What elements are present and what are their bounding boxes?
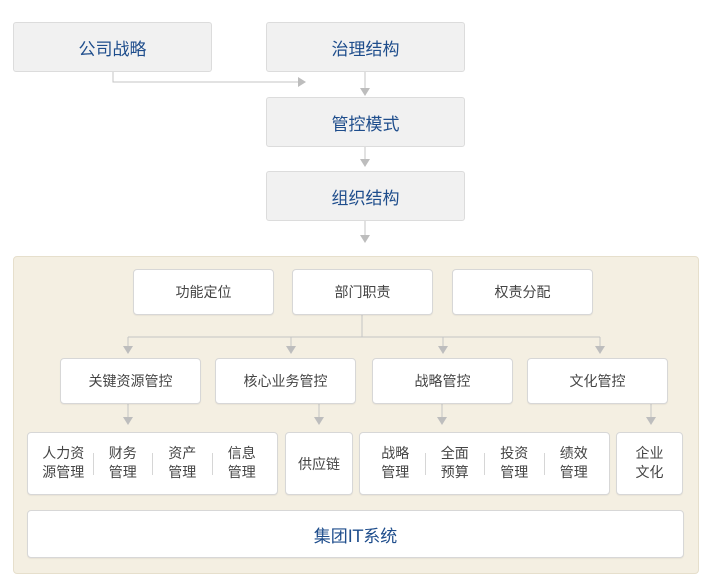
positioning-label: 功能定位 [175, 285, 232, 301]
it-system-label: 集团IT系统 [313, 526, 398, 547]
investment-management: 投资管理 [500, 445, 529, 481]
divider [92, 452, 94, 475]
control-mode-label: 管控模式 [331, 114, 400, 135]
supply-chain-label: 供应链 [298, 456, 340, 473]
dept-duties-box: 部门职责 [292, 269, 433, 315]
core-business-label: 核心业务管控 [243, 374, 328, 390]
divider [424, 452, 426, 475]
finance-management: 财务管理 [108, 445, 137, 481]
org-structure-label: 组织结构 [331, 188, 400, 209]
positioning-box: 功能定位 [133, 269, 274, 315]
resources-group: 人力资源管理 财务管理 资产管理 信息管理 [27, 432, 278, 495]
strategy-box: 公司战略 [13, 22, 212, 72]
corporate-culture-label: 企业文化 [635, 445, 664, 481]
arrow-strategy [298, 77, 306, 87]
org-structure-box: 组织结构 [266, 171, 465, 221]
key-resources-label: 关键资源管控 [88, 374, 173, 390]
divider [484, 452, 485, 475]
divider [211, 452, 213, 475]
dept-duties-label: 部门职责 [334, 285, 391, 301]
strategy-items-group: 战略管理 全面预算 投资管理 绩效管理 [359, 432, 610, 495]
divider [152, 452, 153, 475]
core-business-box: 核心业务管控 [215, 358, 356, 404]
governance-box: 治理结构 [266, 22, 465, 72]
authority-label: 权责分配 [494, 285, 551, 301]
culture-control-box: 文化管控 [527, 358, 668, 404]
divider [543, 452, 545, 475]
supply-chain-box: 供应链 [285, 432, 353, 495]
strategy-label: 公司战略 [78, 39, 147, 60]
arrow-governance [360, 88, 370, 96]
control-mode-box: 管控模式 [266, 97, 465, 147]
key-resources-box: 关键资源管控 [60, 358, 201, 404]
authority-box: 权责分配 [452, 269, 593, 315]
culture-control-label: 文化管控 [569, 374, 626, 390]
comprehensive-budget: 全面预算 [440, 445, 469, 481]
arrow-mode [360, 159, 370, 167]
strategy-management: 战略管理 [381, 445, 410, 481]
connector-strategy [112, 72, 300, 83]
corporate-culture-box: 企业文化 [616, 432, 683, 495]
performance-management: 绩效管理 [559, 445, 588, 481]
info-management: 信息管理 [227, 445, 256, 481]
it-system-box: 集团IT系统 [27, 510, 684, 558]
arrow-org [360, 235, 370, 243]
hr-management: 人力资源管理 [42, 445, 85, 481]
governance-label: 治理结构 [331, 39, 400, 60]
strategy-control-box: 战略管控 [372, 358, 513, 404]
strategy-control-label: 战略管控 [414, 374, 471, 390]
asset-management: 资产管理 [168, 445, 197, 481]
